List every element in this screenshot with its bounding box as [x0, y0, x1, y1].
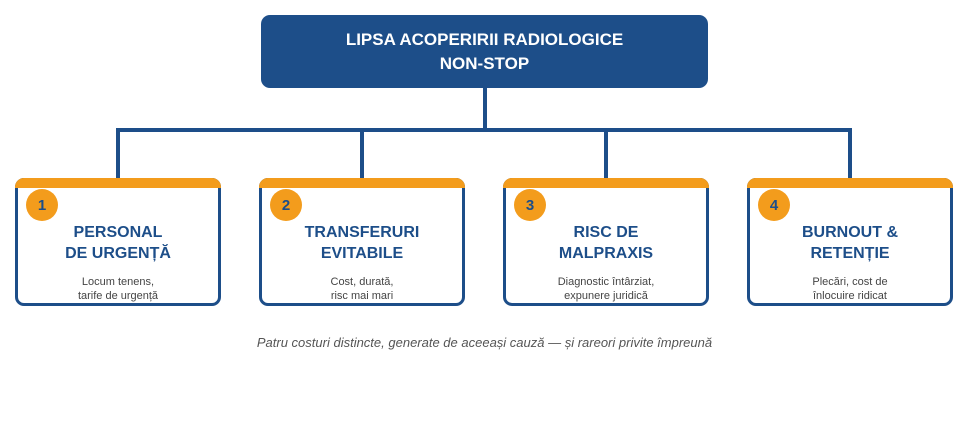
card-description-line: Diagnostic întârziat, — [557, 276, 655, 288]
card-accent-bar — [747, 178, 953, 188]
card-title: PERSONAL DE URGENȚĂ — [18, 222, 218, 264]
card-title-line: MALPRAXIS — [558, 245, 654, 262]
card-title: RISC DE MALPRAXIS — [506, 222, 706, 264]
card-description-line: Locum tenens, — [81, 276, 155, 288]
card-number-badge: 1 — [26, 189, 58, 221]
card-title-line: BURNOUT & — [802, 224, 898, 241]
root-title-line: LIPSA ACOPERIRII RADIOLOGICE — [345, 29, 624, 49]
card-description-line: expunere juridică — [564, 290, 648, 302]
cost-card-3: 3 RISC DE MALPRAXIS Diagnostic întârziat… — [503, 178, 709, 306]
card-number: 4 — [769, 196, 779, 214]
card-title-line: EVITABILE — [320, 245, 404, 262]
card-accent-bar — [15, 178, 221, 188]
card-number: 2 — [281, 196, 291, 214]
card-description-line: tarife de urgență — [77, 290, 159, 302]
card-description: Locum tenens, tarife de urgență — [18, 275, 218, 303]
diagram-caption: Patru costuri distincte, generate de ace… — [256, 335, 713, 350]
root-node: LIPSA ACOPERIRII RADIOLOGICE NON-STOP — [261, 15, 708, 88]
card-number-badge: 4 — [758, 189, 790, 221]
card-description: Cost, durată, risc mai mari — [262, 275, 462, 303]
card-description-line: înlocuire ridicat — [813, 290, 887, 302]
card-number-badge: 2 — [270, 189, 302, 221]
card-description: Plecări, cost de înlocuire ridicat — [750, 275, 950, 303]
card-description-line: Cost, durată, — [330, 276, 394, 288]
card-title-line: DE URGENȚĂ — [65, 245, 171, 262]
card-title-line: PERSONAL — [73, 224, 163, 241]
card-number-badge: 3 — [514, 189, 546, 221]
card-title-line: RETENȚIE — [810, 245, 890, 262]
card-title-line: RISC DE — [573, 224, 639, 241]
card-number: 1 — [37, 196, 47, 214]
cost-card-4: 4 BURNOUT & RETENȚIE Plecări, cost de în… — [747, 178, 953, 306]
card-accent-bar — [259, 178, 465, 188]
card-description-line: Plecări, cost de — [812, 276, 888, 288]
cost-card-2: 2 TRANSFERURI EVITABILE Cost, durată, ri… — [259, 178, 465, 306]
card-title: TRANSFERURI EVITABILE — [262, 222, 462, 264]
card-description-line: risc mai mari — [330, 290, 394, 302]
cost-card-1: 1 PERSONAL DE URGENȚĂ Locum tenens, tari… — [15, 178, 221, 306]
card-title: BURNOUT & RETENȚIE — [750, 222, 950, 264]
card-accent-bar — [503, 178, 709, 188]
card-description: Diagnostic întârziat, expunere juridică — [506, 275, 706, 303]
card-number: 3 — [525, 196, 535, 214]
card-title-line: TRANSFERURI — [304, 224, 420, 241]
root-title-line: NON-STOP — [439, 53, 530, 73]
